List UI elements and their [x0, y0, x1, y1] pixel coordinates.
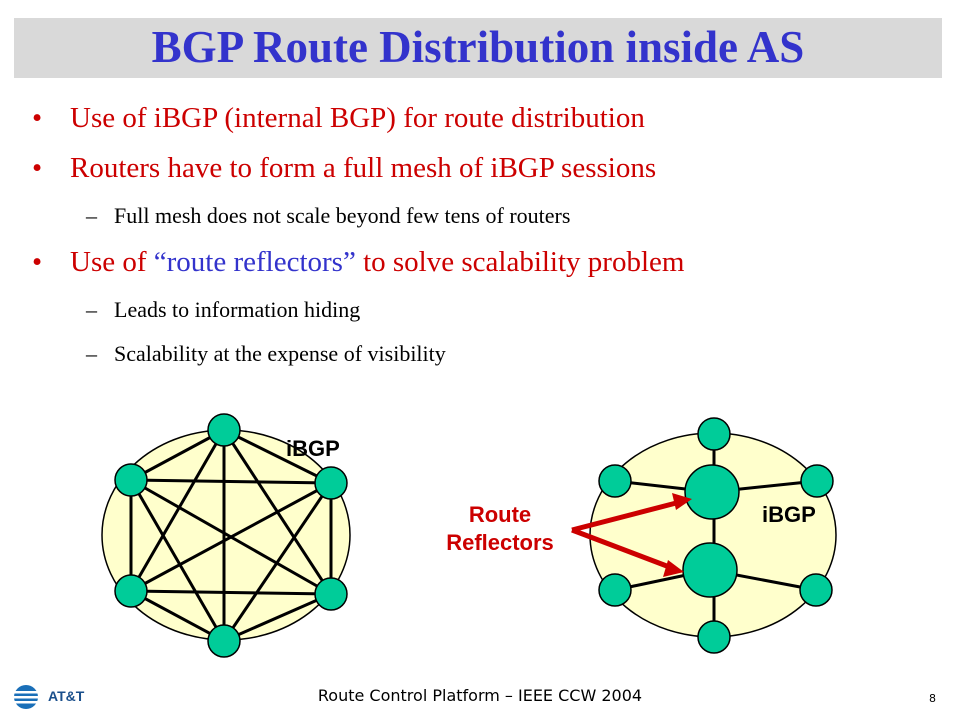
router-node: [598, 573, 632, 607]
footer-text: Route Control Platform – IEEE CCW 2004: [317, 686, 643, 705]
reflector-arrows: [571, 493, 692, 577]
route-reflectors-highlight: “route reflectors”: [153, 246, 356, 278]
globe-icon: [14, 685, 38, 709]
route-reflector-node: [684, 464, 740, 520]
route-reflector-nodes: [682, 464, 740, 598]
router-node: [114, 463, 148, 497]
dash-icon: –: [86, 297, 97, 322]
router-node: [314, 466, 348, 500]
ibgp-label-mesh: iBGP: [286, 436, 340, 461]
router-node: [697, 417, 731, 451]
route-reflector-diagram: [571, 417, 837, 654]
logo-text: AT&T: [48, 688, 85, 704]
dash-icon: –: [86, 203, 97, 228]
router-node: [314, 577, 348, 611]
title-bar: [14, 18, 942, 78]
router-node: [207, 624, 241, 658]
router-node: [598, 464, 632, 498]
slide-title: BGP Route Distribution inside AS: [151, 22, 805, 72]
subbullet-mesh-scale: – Full mesh does not scale beyond few te…: [30, 196, 930, 240]
router-node: [207, 413, 241, 447]
bullet-route-reflectors: • Use of “route reflectors” to solve sca…: [30, 240, 930, 290]
bullet-ibgp-usage: • Use of iBGP (internal BGP) for route d…: [30, 96, 930, 146]
mesh-links: [129, 428, 333, 643]
router-node: [799, 573, 833, 607]
router-node: [114, 574, 148, 608]
page-number: 8: [929, 692, 936, 705]
route-reflector-node: [682, 542, 738, 598]
bullet-list: • Use of iBGP (internal BGP) for route d…: [30, 96, 930, 378]
bullet-full-mesh: • Routers have to form a full mesh of iB…: [30, 146, 930, 196]
router-node: [800, 464, 834, 498]
mesh-routers: [114, 413, 348, 658]
subbullet-info-hiding: – Leads to information hiding: [30, 290, 930, 334]
rr-client-routers: [598, 417, 834, 654]
route-reflectors-label: Route Reflectors: [446, 502, 554, 555]
subbullet-visibility: – Scalability at the expense of visibili…: [30, 334, 930, 378]
bullet-dot-icon: •: [32, 246, 43, 278]
att-logo: AT&T: [10, 684, 94, 710]
full-mesh-diagram: [101, 413, 351, 658]
router-node: [697, 620, 731, 654]
ibgp-label-reflector: iBGP: [762, 502, 816, 527]
dash-icon: –: [86, 341, 97, 366]
bullet-dot-icon: •: [32, 102, 43, 134]
bullet-dot-icon: •: [32, 152, 43, 184]
